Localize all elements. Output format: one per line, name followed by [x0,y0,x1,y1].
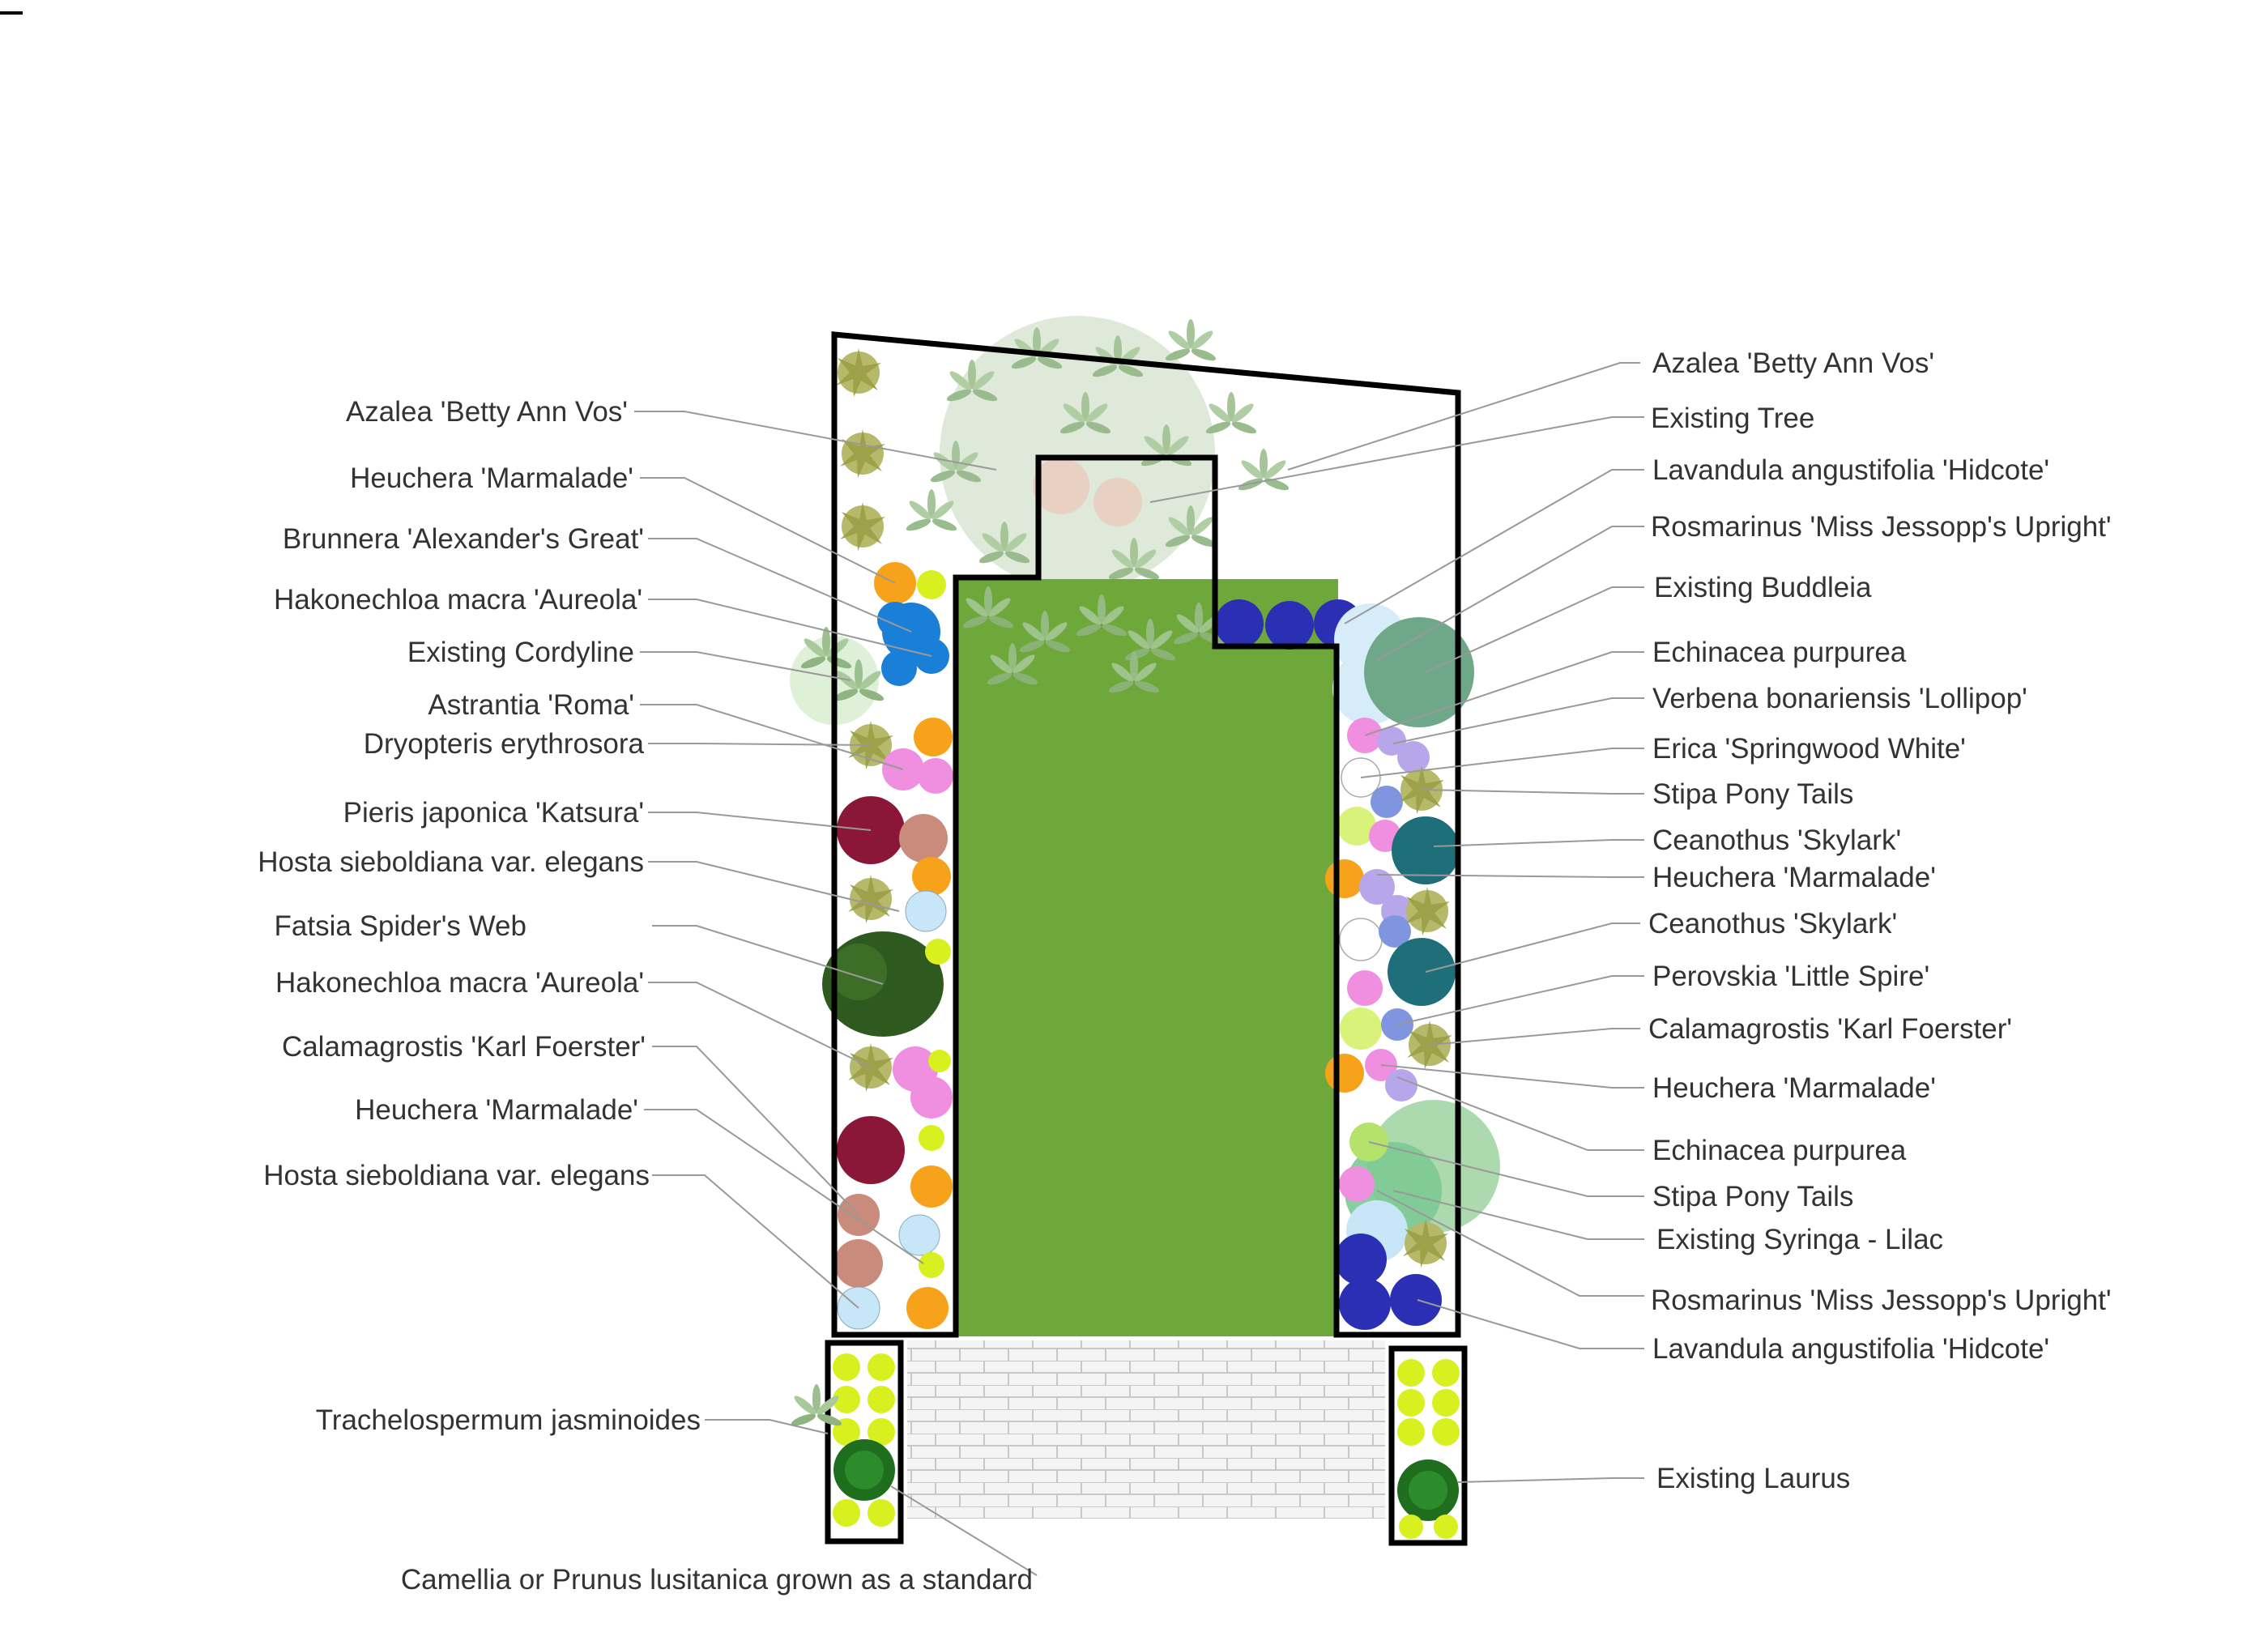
right-border-plants [1215,599,1500,1330]
label-pieris: Pieris japonica 'Katsura' [343,797,644,829]
label-trachelospermum: Trachelospermum jasminoides [316,1404,701,1436]
paving-area [907,1340,1385,1519]
left-planter [790,1340,904,1545]
label-existing-buddleia: Existing Buddleia [1654,572,1872,603]
lawn [957,579,1338,1336]
label-fatsia: Fatsia Spider's Web [275,910,526,942]
label-hakonechloa-left-2: Hakonechloa macra 'Aureola' [275,967,644,999]
label-existing-tree: Existing Tree [1651,403,1814,434]
label-ceanothus-right-2: Ceanothus 'Skylark' [1648,908,1897,940]
label-calamagrostis-left: Calamagrostis 'Karl Foerster' [282,1031,646,1063]
right-labels: Azalea 'Betty Ann Vos' Existing Tree Lav… [1648,347,2112,1494]
label-hosta-left-2: Hosta sieboldiana var. elegans [263,1160,650,1191]
label-rosmarinus-right-2: Rosmarinus 'Miss Jessopp's Upright' [1651,1285,2112,1316]
label-azalea-left: Azalea 'Betty Ann Vos' [346,396,628,428]
right-leader-lines [1149,362,1644,1483]
label-calamagrostis-right: Calamagrostis 'Karl Foerster' [1648,1013,2012,1045]
label-perovskia: Perovskia 'Little Spire' [1652,961,1929,992]
left-leader-lines [634,411,1038,1576]
label-hosta-left-1: Hosta sieboldiana var. elegans [258,846,644,878]
label-echinacea-right-2: Echinacea purpurea [1652,1135,1907,1166]
label-echinacea-right-1: Echinacea purpurea [1652,637,1907,668]
label-stipa-right-1: Stipa Pony Tails [1652,778,1853,810]
label-verbena: Verbena bonariensis 'Lollipop' [1652,683,2027,714]
label-rosmarinus-right-1: Rosmarinus 'Miss Jessopp's Upright' [1651,511,2112,543]
label-lavandula-right-2: Lavandula angustifolia 'Hidcote' [1652,1333,2049,1365]
garden-boundary [831,331,1461,1338]
label-hakonechloa-left-1: Hakonechloa macra 'Aureola' [274,584,642,616]
label-heuchera-left-1: Heuchera 'Marmalade' [350,462,633,494]
right-planter [1388,1345,1468,1546]
label-heuchera-left-2: Heuchera 'Marmalade' [355,1094,638,1126]
existing-tree-canopy [905,316,1290,591]
label-camellia-standard: Camellia or Prunus lusitanica grown as a… [401,1564,1033,1596]
label-erica: Erica 'Springwood White' [1652,733,1966,765]
corner-mark [0,11,23,15]
label-lavandula-right-1: Lavandula angustifolia 'Hidcote' [1652,454,2049,486]
label-existing-syringa: Existing Syringa - Lilac [1656,1224,1943,1255]
label-existing-cordyline: Existing Cordyline [407,637,634,668]
label-azalea-right: Azalea 'Betty Ann Vos' [1652,347,1934,379]
label-stipa-right-2: Stipa Pony Tails [1652,1181,1853,1212]
label-astrantia: Astrantia 'Roma' [428,689,634,721]
label-dryopteris: Dryopteris erythrosora [364,728,645,760]
label-brunnera: Brunnera 'Alexander's Great' [283,523,644,555]
left-labels: Azalea 'Betty Ann Vos' Heuchera 'Marmala… [258,396,1033,1596]
label-ceanothus-right-1: Ceanothus 'Skylark' [1652,824,1901,856]
label-existing-laurus: Existing Laurus [1656,1463,1850,1494]
label-heuchera-right-1: Heuchera 'Marmalade' [1652,862,1936,893]
label-heuchera-right-2: Heuchera 'Marmalade' [1652,1072,1936,1104]
